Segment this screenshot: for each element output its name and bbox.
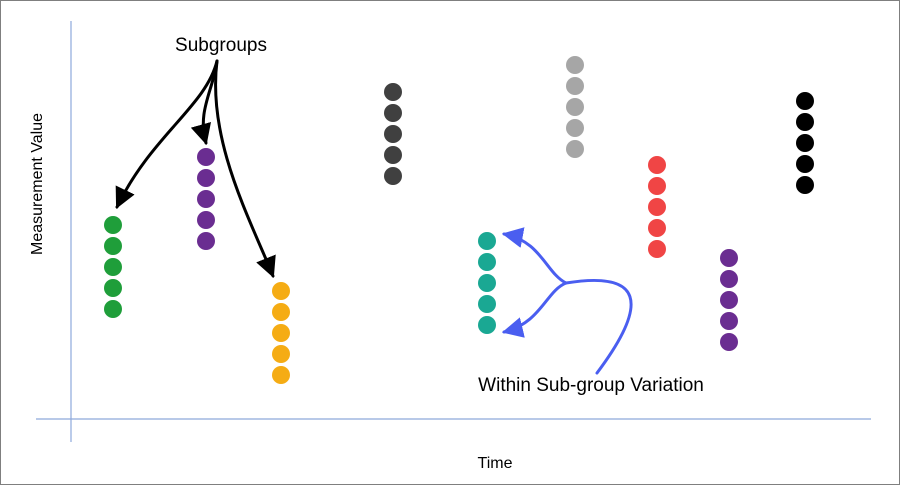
subgroup-point	[720, 312, 738, 330]
subgroup-point	[272, 324, 290, 342]
subgroups-label: Subgroups	[175, 35, 267, 56]
subgroup-column-sg1	[104, 216, 122, 318]
subgroup-point	[796, 176, 814, 194]
subgroup-point	[197, 232, 215, 250]
subgroup-point	[272, 366, 290, 384]
subgroup-point	[197, 148, 215, 166]
subgroup-point	[796, 92, 814, 110]
variation-arrow-bottom	[501, 281, 568, 338]
x-axis-label: Time	[478, 455, 513, 472]
subgroup-point	[104, 300, 122, 318]
subgroup-point	[197, 169, 215, 187]
subgroup-column-sg3	[272, 282, 290, 384]
subgroup-column-sg5	[478, 232, 496, 334]
subgroup-point	[478, 232, 496, 250]
subgroup-point	[720, 270, 738, 288]
subgroup-point	[384, 125, 402, 143]
subgroup-point	[104, 279, 122, 297]
subgroup-point	[566, 56, 584, 74]
subgroup-point	[272, 345, 290, 363]
subgroup-point	[648, 156, 666, 174]
subgroup-point	[478, 253, 496, 271]
subgroup-point	[796, 155, 814, 173]
within-variation-label: Within Sub-group Variation	[478, 375, 704, 396]
subgroup-point	[104, 216, 122, 234]
subgroup-point	[648, 219, 666, 237]
subgroup-point	[272, 303, 290, 321]
subgroup-point	[566, 77, 584, 95]
subgroup-point	[272, 282, 290, 300]
subgroup-point	[720, 291, 738, 309]
subgroup-point	[478, 274, 496, 292]
subgroup-column-sg8	[720, 249, 738, 351]
subgroup-point	[197, 190, 215, 208]
subgroup-point	[384, 146, 402, 164]
arrow-to-orange-subgroup	[214, 59, 276, 278]
subgroup-point	[796, 113, 814, 131]
arrow-to-green-subgroup	[115, 59, 219, 209]
subgroup-point	[566, 140, 584, 158]
subgroup-point	[478, 295, 496, 313]
variation-bracket-curve	[564, 278, 633, 375]
subgroup-column-sg9	[796, 92, 814, 194]
subgroup-point	[197, 211, 215, 229]
subgroup-point	[648, 198, 666, 216]
subgroup-point	[796, 134, 814, 152]
subgroup-point	[384, 104, 402, 122]
subgroup-column-sg6	[566, 56, 584, 158]
subgroup-column-sg2	[197, 148, 215, 250]
subgroup-dots	[104, 56, 814, 384]
subgroup-point	[648, 177, 666, 195]
subgroup-column-sg4	[384, 83, 402, 185]
subgroup-point	[384, 167, 402, 185]
subgroup-point	[384, 83, 402, 101]
subgroup-point	[104, 258, 122, 276]
subgroup-point	[720, 249, 738, 267]
subgroup-point	[720, 333, 738, 351]
subgroup-column-sg7	[648, 156, 666, 258]
subgroup-point	[566, 119, 584, 137]
subgroup-point	[478, 316, 496, 334]
subgroup-point	[566, 98, 584, 116]
variation-arrows	[501, 227, 633, 375]
y-axis-label: Measurement Value	[29, 113, 46, 255]
subgroup-point	[104, 237, 122, 255]
subgroups-arrows	[115, 59, 276, 278]
subgroup-point	[648, 240, 666, 258]
variation-arrow-top	[501, 227, 568, 285]
